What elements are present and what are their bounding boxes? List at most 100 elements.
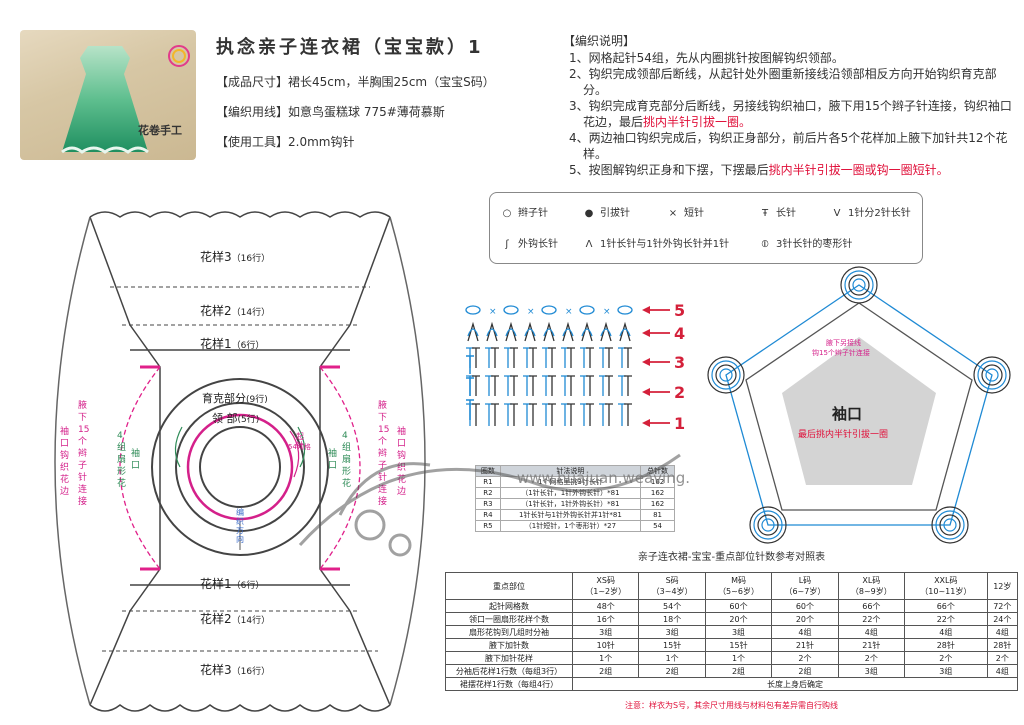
stitch-symbol	[548, 375, 556, 396]
stitch-symbol	[580, 347, 588, 368]
stitch-symbol	[529, 347, 537, 368]
stitch-symbol	[586, 375, 594, 396]
dress-illustration	[61, 46, 149, 154]
legend-chain: ○辫子针	[500, 204, 548, 219]
note-item: 2、钩织完成领部后断线，从起针处外圈重新接线沿领部相反方向开始钩织育克部分。	[569, 67, 997, 97]
stitch-symbol	[624, 403, 632, 426]
fan-motif	[761, 518, 775, 532]
stitch-symbol	[579, 305, 595, 315]
stitch-symbol	[491, 375, 499, 396]
yarn-used: 【编织用线】如意鸟蛋糕球 775#薄荷慕斯	[216, 105, 445, 119]
stitch-symbol	[624, 375, 632, 396]
stitch-symbol	[618, 347, 626, 368]
stitch-symbol	[466, 347, 474, 368]
stitch-symbol	[466, 375, 474, 396]
stitch-symbol	[467, 321, 479, 342]
stitch-symbol	[600, 328, 612, 337]
stitch-symbol	[504, 375, 512, 396]
fan-motif	[719, 368, 733, 382]
sleeve-label-left: 袖口	[131, 449, 141, 471]
stitch-symbol	[618, 375, 626, 396]
watermark: www.huajuan.weaving.	[298, 453, 690, 557]
underarm-note-1: 腋下另接线	[826, 338, 861, 347]
knitting-notes: 【编织说明】 1、网格起针54组，先从内圈挑针按图解钩织领部。 2、钩织完成领部…	[563, 33, 1013, 178]
fan-motif	[973, 356, 1011, 394]
size-table-note: 注意：样衣为S号，其余尺寸用线与材料包有差异需自行购线	[624, 701, 839, 710]
fan-motif	[844, 270, 874, 300]
stitch-chart: ×××× 5 4 3 2 1	[465, 301, 685, 433]
fan-motif	[939, 514, 961, 536]
stitch-symbol	[485, 375, 493, 396]
stitch-symbol	[510, 375, 518, 396]
size-table-title: 亲子连衣裙-宝宝-重点部位针数参考对照表	[637, 552, 826, 563]
stitch-symbol	[485, 347, 493, 368]
sleeve-chart: 袖口 最后挑内半针引拔一圈 腋下另接线 钩15个辫子针连接	[707, 266, 1011, 544]
stitch-symbol	[600, 321, 612, 342]
stitch-symbol	[599, 347, 607, 368]
stitch-symbol	[505, 328, 517, 337]
stitch-symbol	[599, 375, 607, 396]
stitch-symbol	[541, 305, 557, 315]
three-dc-puff-icon: ⦶	[761, 239, 769, 250]
stitch-symbol	[529, 403, 537, 426]
dress-schematic	[54, 211, 426, 712]
stitch-symbol	[586, 403, 594, 426]
fan-motif	[852, 278, 866, 292]
round-4: 4	[674, 324, 685, 343]
band-top-1: 花样1（6行）	[200, 337, 265, 351]
dc-fpdc-decrease-icon: Λ	[585, 239, 593, 250]
band-bottom-1: 花样1（6行）	[200, 577, 265, 591]
stitch-symbol	[567, 375, 575, 396]
legend-puff: ⦶3针长针的枣形针	[758, 235, 852, 250]
underarm-note-2: 钩15个辫子针连接	[812, 348, 870, 357]
fan-motif	[711, 360, 741, 390]
round-2: 2	[674, 383, 685, 402]
note-item: 4、两边袖口钩织完成后，钩织正身部分，前后片各5个花样加上腋下加针共12个花样。	[569, 131, 1008, 161]
brand-label: 花卷手工	[138, 124, 182, 137]
stitch-symbol	[510, 403, 518, 426]
stitch-symbol	[472, 375, 480, 396]
band-top-2: 花样2（14行）	[200, 304, 271, 318]
fan-motif	[935, 510, 965, 540]
direction-label: 编织方向	[236, 508, 244, 544]
stitch-symbol	[562, 321, 574, 342]
cuff-label-left: 袖口钩织花边	[60, 427, 70, 497]
start-label: 起针	[296, 432, 304, 450]
note-item: 3、钩织完成育克部分后断线，另接线钩织袖口，腋下用15个辫子针连接，钩织袖口花边…	[569, 99, 1012, 129]
dress-photo: 花卷手工	[20, 30, 196, 160]
yoke-label: 育克部分(9行)	[202, 392, 268, 405]
fan-motif	[840, 266, 878, 304]
legend-slip: ●引拔针	[582, 204, 630, 219]
stitch-symbol	[562, 328, 574, 337]
stitch-symbol	[561, 347, 569, 368]
stitch-symbol	[548, 347, 556, 368]
band-bottom-2: 花样2（14行）	[200, 612, 271, 626]
stitch-symbol	[561, 375, 569, 396]
chain-stitch-icon: ○	[502, 208, 512, 219]
stitch-symbol	[605, 403, 613, 426]
stitch-symbol	[542, 347, 550, 368]
collar-label: 领 部(5行)	[212, 412, 260, 425]
sleeve-label-right: 袖口	[328, 449, 338, 471]
fan-label-left: 4组扇形花	[117, 431, 127, 489]
start-count: 54网格	[288, 443, 311, 451]
fan-motif	[985, 368, 999, 382]
size-header-row: 重点部位 XS码（1~2岁） S码（3~4岁） M码（5~6岁） L码（6~7岁…	[445, 572, 1019, 600]
stitch-symbol	[617, 305, 633, 315]
stitch-symbol	[567, 347, 575, 368]
fan-motif	[749, 506, 787, 544]
stitch-symbol	[543, 328, 555, 337]
pattern-title: 执念亲子连衣裙（宝宝款）1	[216, 37, 484, 58]
sleeve-note: 最后挑内半针引拔一圈	[798, 428, 888, 440]
fan-motif	[848, 274, 870, 296]
